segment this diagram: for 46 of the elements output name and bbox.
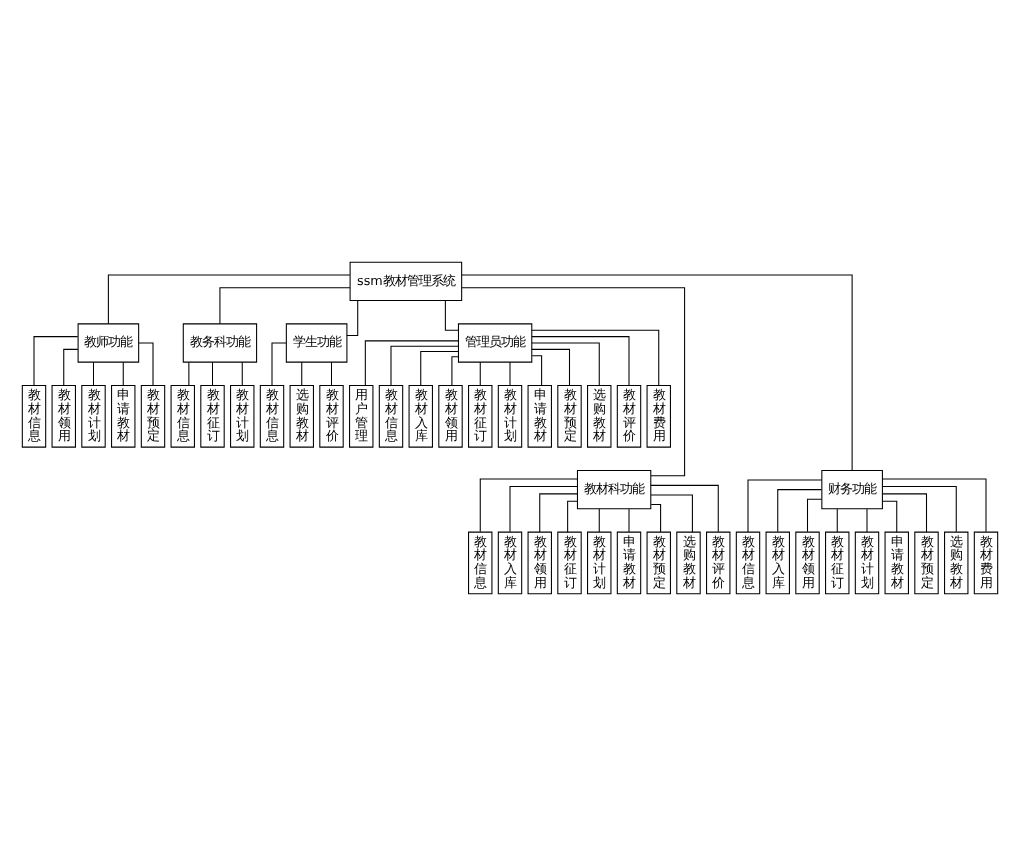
connector xyxy=(33,336,79,386)
connector xyxy=(330,361,333,386)
connector xyxy=(882,485,957,533)
connector xyxy=(301,361,303,386)
connector xyxy=(420,350,459,386)
connector xyxy=(531,336,630,386)
connector xyxy=(539,493,578,533)
connector xyxy=(650,503,662,533)
connector xyxy=(271,342,287,386)
connector xyxy=(63,348,79,386)
connector xyxy=(598,508,600,533)
connector xyxy=(866,508,868,533)
connector xyxy=(138,342,154,386)
connector xyxy=(650,484,719,533)
connector xyxy=(882,493,928,533)
connector xyxy=(509,485,578,533)
connector xyxy=(650,494,693,533)
connector xyxy=(531,329,660,386)
connector xyxy=(444,300,459,331)
connector xyxy=(107,274,351,325)
connector xyxy=(188,361,190,386)
connector xyxy=(364,340,459,386)
connector xyxy=(461,287,686,477)
connector xyxy=(122,361,124,386)
connector xyxy=(836,508,838,533)
connector xyxy=(628,508,630,533)
connector xyxy=(92,361,95,386)
connector xyxy=(219,287,351,325)
connector xyxy=(882,500,898,533)
connector xyxy=(881,478,987,533)
connector xyxy=(567,500,578,533)
connector xyxy=(531,342,600,386)
connector xyxy=(531,348,571,386)
connector xyxy=(509,361,511,386)
connector xyxy=(451,356,459,386)
connector xyxy=(390,345,459,386)
connector xyxy=(211,361,214,386)
connector xyxy=(747,479,823,533)
connector xyxy=(461,274,853,471)
connector xyxy=(479,361,481,386)
connector xyxy=(806,498,823,533)
connector xyxy=(777,489,822,533)
connector xyxy=(479,478,578,533)
connector xyxy=(346,300,359,337)
connector xyxy=(531,355,543,386)
connector xyxy=(241,361,243,386)
